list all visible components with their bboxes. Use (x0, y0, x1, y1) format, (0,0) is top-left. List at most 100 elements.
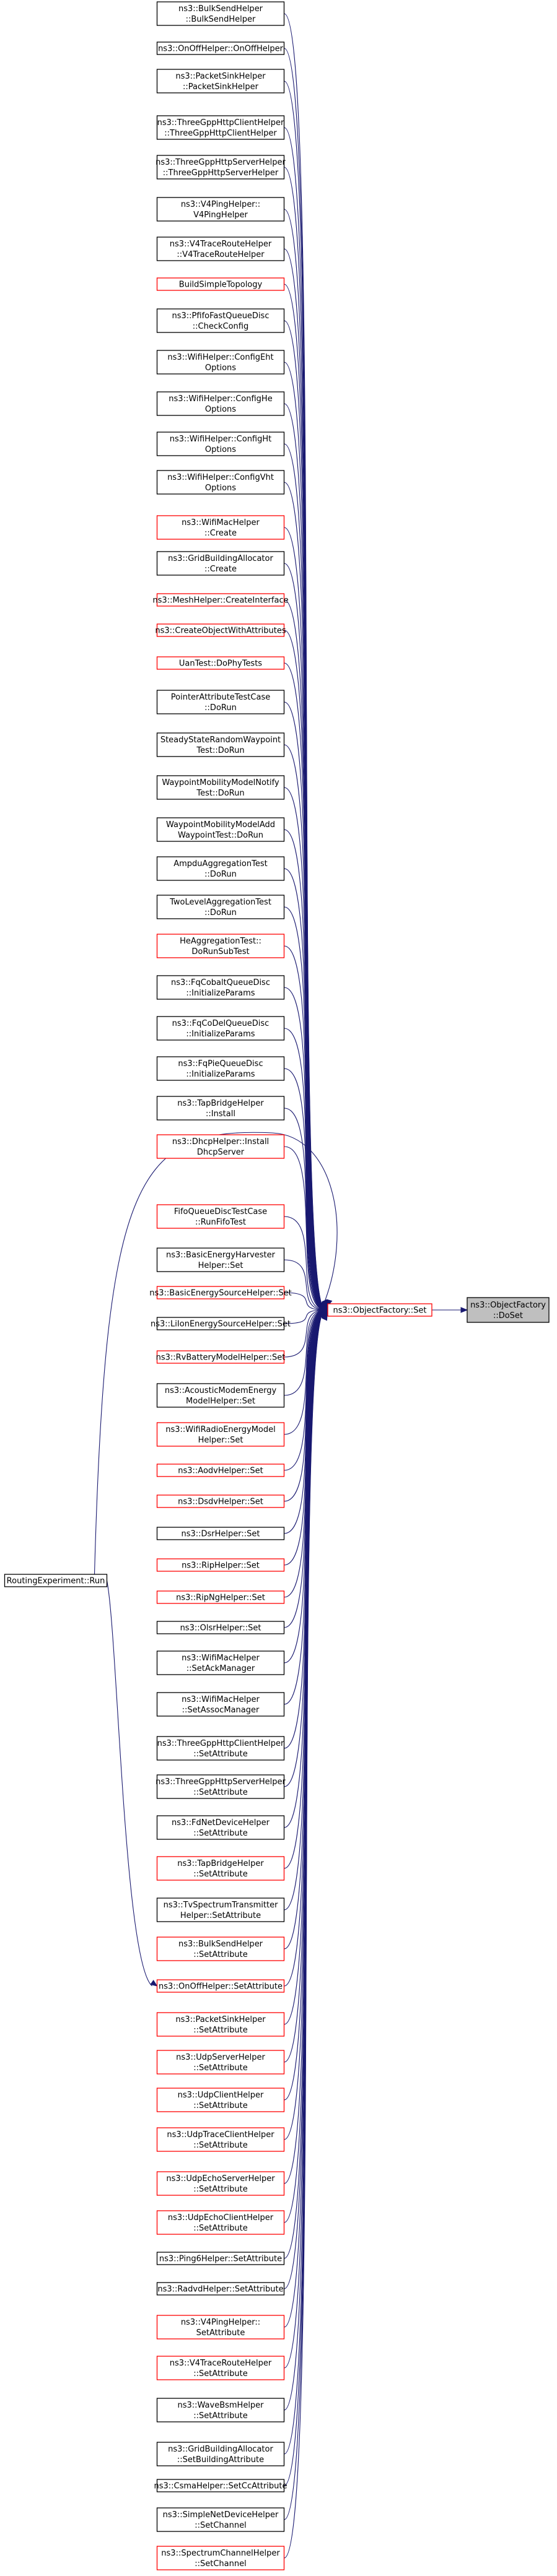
caller-node-n29-label: ns3::TapBridgeHelper (177, 1099, 264, 1108)
caller-node-n39[interactable]: ns3::DsdvHelper::Set (156, 1494, 285, 1508)
caller-node-n53[interactable]: ns3::PacketSinkHelper::SetAttribute (156, 2012, 285, 2037)
caller-node-n28[interactable]: ns3::FqPieQueueDisc::InitializeParams (156, 1056, 285, 1081)
caller-node-n54[interactable]: ns3::UdpServerHelper::SetAttribute (156, 2050, 285, 2075)
caller-node-n25[interactable]: HeAggregationTest::DoRunSubTest (156, 934, 285, 958)
caller-node-n48[interactable]: ns3::FdNetDeviceHelper::SetAttribute (156, 1815, 285, 1840)
caller-node-n6[interactable]: ns3::V4PingHelper::V4PingHelper (156, 197, 285, 222)
caller-node-n28-label: ::InitializeParams (186, 1070, 255, 1079)
caller-node-n15[interactable]: ns3::GridBuildingAllocator::Create (156, 551, 285, 576)
call-edge-n30 (284, 1146, 323, 1310)
caller-node-n13-label: ns3::WifiHelper::ConfigVht (167, 473, 274, 482)
caller-node-n14[interactable]: ns3::WifiMacHelper::Create (156, 515, 285, 540)
caller-node-n28-box (156, 1056, 285, 1081)
caller-node-n66-label: ::SetChannel (195, 2521, 246, 2530)
caller-node-n64[interactable]: ns3::GridBuildingAllocator::SetBuildingA… (156, 2442, 285, 2466)
target-node[interactable]: ns3::ObjectFactory::DoSet (467, 1297, 550, 1323)
caller-node-n66[interactable]: ns3::SimpleNetDeviceHelper::SetChannel (156, 2507, 285, 2532)
caller-node-n63[interactable]: ns3::WaveBsmHelper::SetAttribute (156, 2398, 285, 2422)
caller-node-n23[interactable]: AmpduAggregationTest::DoRun (156, 856, 285, 881)
caller-node-n56-label: ns3::UdpTraceClientHelper (167, 2130, 274, 2140)
caller-node-n27[interactable]: ns3::FqCoDelQueueDisc::InitializeParams (156, 1016, 285, 1041)
caller-node-n40[interactable]: ns3::DsrHelper::Set (156, 1527, 285, 1540)
caller-node-n4[interactable]: ns3::ThreeGppHttpClientHelper::ThreeGppH… (156, 115, 285, 140)
caller-node-n24[interactable]: TwoLevelAggregationTest::DoRun (156, 895, 285, 919)
caller-node-n50[interactable]: ns3::TvSpectrumTransmitterHelper::SetAtt… (156, 1897, 285, 1922)
caller-node-n46[interactable]: ns3::ThreeGppHttpClientHelper::SetAttrib… (156, 1736, 285, 1761)
caller-node-n58-box (156, 2210, 285, 2235)
caller-node-n62[interactable]: ns3::V4TraceRouteHelper::SetAttribute (156, 2356, 285, 2380)
caller-node-n18[interactable]: UanTest::DoPhyTests (156, 656, 285, 670)
caller-node-n41[interactable]: ns3::RipHelper::Set (156, 1558, 285, 1572)
caller-node-n16-label: ns3::MeshHelper::CreateInterface (152, 596, 288, 605)
caller-node-n56[interactable]: ns3::UdpTraceClientHelper::SetAttribute (156, 2127, 285, 2152)
caller-node-n21-label: Test::DoRun (196, 789, 244, 798)
caller-node-n42[interactable]: ns3::RipNgHelper::Set (156, 1590, 285, 1604)
caller-node-n7[interactable]: ns3::V4TraceRouteHelper::V4TraceRouteHel… (156, 236, 285, 261)
caller-node-n22[interactable]: WaypointMobilityModelAddWaypointTest::Do… (156, 817, 285, 842)
caller-node-n62-label: ns3::V4TraceRouteHelper (170, 2359, 272, 2368)
caller-node-n5[interactable]: ns3::ThreeGppHttpServerHelper::ThreeGppH… (156, 155, 286, 180)
caller-node-n67[interactable]: ns3::SpectrumChannelHelper::SetChannel (156, 2546, 285, 2570)
caller-node-n31[interactable]: FifoQueueDiscTestCase::RunFifoTest (156, 1204, 285, 1229)
caller-node-n2[interactable]: ns3::OnOffHelper::OnOffHelper (156, 41, 285, 55)
caller-node-n58[interactable]: ns3::UdpEchoClientHelper::SetAttribute (156, 2210, 285, 2235)
caller-node-n59[interactable]: ns3::Ping6Helper::SetAttribute (156, 2252, 285, 2265)
caller-node-n61-label: ns3::V4PingHelper:: (181, 2318, 260, 2327)
caller-node-n57[interactable]: ns3::UdpEchoServerHelper::SetAttribute (156, 2171, 285, 2196)
caller-node-n34[interactable]: ns3::LiIonEnergySourceHelper::Set (151, 1317, 291, 1330)
caller-node-n16[interactable]: ns3::MeshHelper::CreateInterface (152, 593, 289, 607)
caller-node-n26[interactable]: ns3::FqCobaltQueueDisc::InitializeParams (156, 975, 285, 1000)
caller-node-n29[interactable]: ns3::TapBridgeHelper::Install (156, 1096, 285, 1121)
caller-node-n57-label: ::SetAttribute (193, 2185, 248, 2194)
caller-node-n23-label: ::DoRun (204, 870, 237, 879)
caller-node-n37-label: ns3::WifiRadioEnergyModel (165, 1425, 276, 1434)
caller-node-n33-label: ns3::BasicEnergySourceHelper::Set (149, 1289, 291, 1298)
caller-node-n60[interactable]: ns3::RadvdHelper::SetAttribute (156, 2282, 285, 2296)
caller-node-n52[interactable]: ns3::OnOffHelper::SetAttribute (156, 1979, 285, 1993)
caller-node-n65[interactable]: ns3::CsmaHelper::SetCcAttribute (154, 2479, 287, 2492)
caller-node-n17[interactable]: ns3::CreateObjectWithAttributes (155, 623, 286, 637)
caller-node-n19[interactable]: PointerAttributeTestCase::DoRun (156, 690, 285, 714)
caller-node-n47[interactable]: ns3::ThreeGppHttpServerHelper::SetAttrib… (156, 1774, 286, 1799)
caller-node-n44[interactable]: ns3::WifiMacHelper::SetAckManager (156, 1650, 285, 1675)
hub-node[interactable]: ns3::ObjectFactory::Set (327, 1303, 432, 1317)
caller-node-n36-label: ModelHelper::Set (186, 1397, 255, 1406)
caller-node-n13-label: Options (205, 484, 236, 493)
caller-node-n61[interactable]: ns3::V4PingHelper::SetAttribute (156, 2315, 285, 2340)
caller-node-n4-label: ns3::ThreeGppHttpClientHelper (157, 118, 284, 128)
caller-node-n9[interactable]: ns3::PfifoFastQueueDisc::CheckConfig (156, 308, 285, 333)
caller-node-n45[interactable]: ns3::WifiMacHelper::SetAssocManager (156, 1692, 285, 1717)
caller-node-n56-label: ::SetAttribute (193, 2141, 248, 2150)
routing-node[interactable]: RoutingExperiment::Run (4, 1574, 108, 1587)
caller-node-n9-box (156, 308, 285, 333)
caller-node-n51[interactable]: ns3::BulkSendHelper::SetAttribute (156, 1936, 285, 1961)
caller-node-n35[interactable]: ns3::RvBatteryModelHelper::Set (156, 1350, 286, 1364)
caller-node-n60-label: ns3::RadvdHelper::SetAttribute (157, 2285, 283, 2294)
caller-node-n1[interactable]: ns3::BulkSendHelper::BulkSendHelper (156, 1, 285, 26)
caller-node-n55[interactable]: ns3::UdpClientHelper::SetAttribute (156, 2088, 285, 2112)
caller-node-n43[interactable]: ns3::OlsrHelper::Set (156, 1621, 285, 1634)
caller-node-n7-box (156, 236, 285, 261)
caller-node-n39-box (156, 1494, 285, 1508)
caller-node-n49-box (156, 1856, 285, 1881)
caller-node-n24-label: TwoLevelAggregationTest (169, 898, 271, 907)
caller-node-n44-box (156, 1650, 285, 1675)
caller-node-n33[interactable]: ns3::BasicEnergySourceHelper::Set (149, 1286, 292, 1299)
caller-node-n2-box (156, 41, 285, 55)
caller-node-n3[interactable]: ns3::PacketSinkHelper::PacketSinkHelper (156, 69, 285, 93)
call-edge-n29 (284, 1108, 323, 1310)
caller-node-n7-label: ::V4TraceRouteHelper (177, 250, 265, 259)
caller-node-n8[interactable]: BuildSimpleTopology (156, 277, 285, 291)
caller-node-n49[interactable]: ns3::TapBridgeHelper::SetAttribute (156, 1856, 285, 1881)
caller-node-n38[interactable]: ns3::AodvHelper::Set (156, 1464, 285, 1477)
